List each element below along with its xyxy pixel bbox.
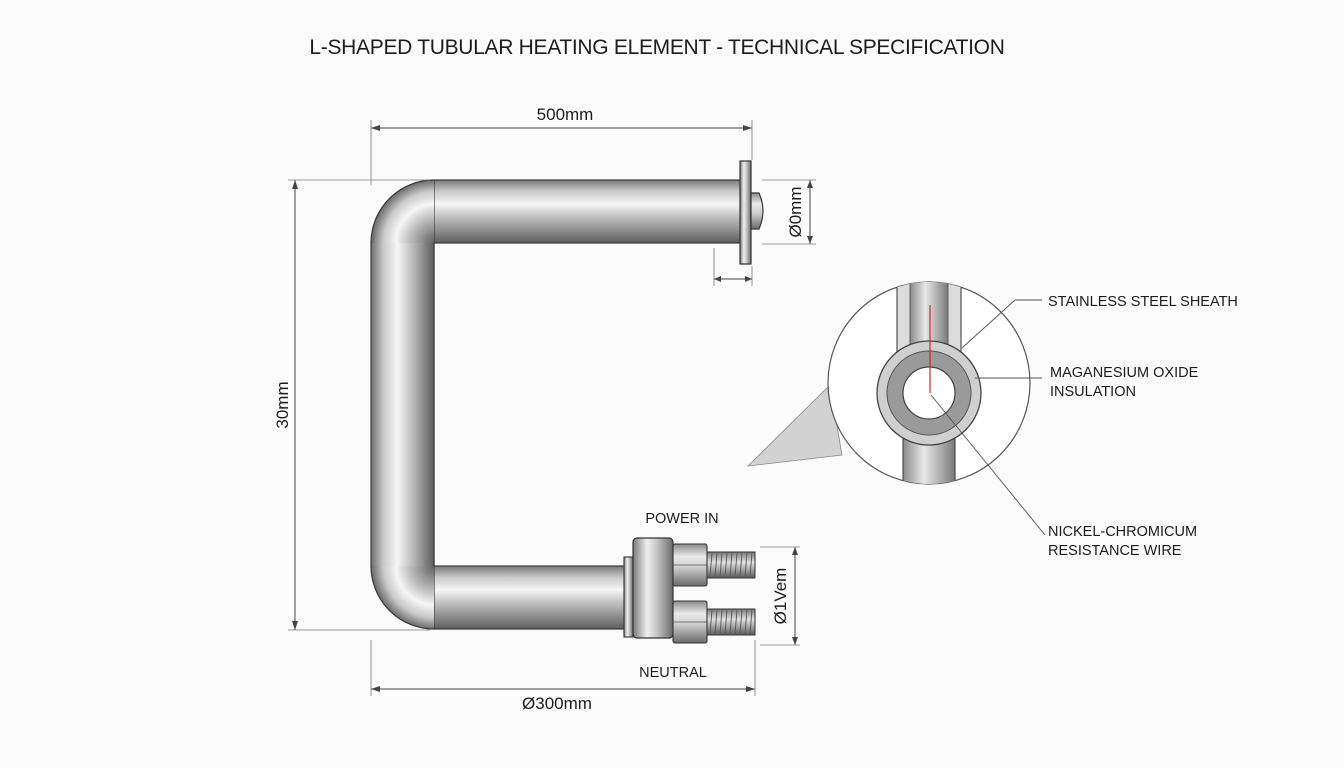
cross-section-detail — [746, 281, 1046, 536]
dimension-bottom-length: Ø300mm — [370, 640, 756, 713]
leader-wire — [930, 394, 1046, 536]
dimension-height: 30mm — [273, 179, 430, 631]
dimension-top-length: 500mm — [370, 105, 753, 185]
top-length-label: 500mm — [537, 105, 594, 124]
power-in-label: POWER IN — [645, 511, 718, 527]
diagram-title: L-SHAPED TUBULAR HEATING ELEMENT - TECHN… — [309, 36, 1004, 59]
flange-plate — [739, 160, 752, 265]
bottom-tube-segment — [433, 565, 631, 630]
flange-diameter-label: Ø0mm — [786, 187, 805, 238]
heating-element-tube — [370, 179, 743, 630]
terminal-block — [623, 537, 756, 644]
end-cap — [750, 192, 764, 230]
wire-callout-line1: NICKEL-CHROMICUM — [1048, 524, 1197, 540]
terminal-diameter-label: Ø1Vem — [771, 568, 790, 625]
height-label: 30mm — [273, 381, 292, 428]
leader-sheath — [961, 299, 1042, 349]
wire-callout-line2: RESISTANCE WIRE — [1048, 543, 1182, 559]
terminal-housing — [632, 537, 674, 639]
power-in-terminal — [672, 543, 756, 587]
sheath-callout: STAINLESS STEEL SHEATH — [1048, 294, 1238, 310]
dimension-terminal-diameter: Ø1Vem — [760, 546, 800, 646]
top-tube-segment — [433, 179, 743, 244]
insulation-callout-line2: INSULATION — [1050, 384, 1136, 400]
vertical-tube-segment — [370, 241, 435, 568]
detail-core — [902, 366, 956, 420]
neutral-label: NEUTRAL — [639, 665, 707, 681]
top-flange — [739, 160, 764, 265]
terminal-flange — [623, 556, 634, 638]
bottom-length-label: Ø300mm — [522, 694, 592, 713]
neutral-terminal — [672, 600, 756, 644]
dimension-flange-diameter: Ø0mm — [713, 179, 816, 286]
insulation-callout-line1: MAGANESIUM OXIDE — [1050, 365, 1199, 381]
bottom-bend — [371, 566, 434, 629]
top-bend — [371, 180, 434, 243]
detail-pointer — [746, 384, 843, 467]
